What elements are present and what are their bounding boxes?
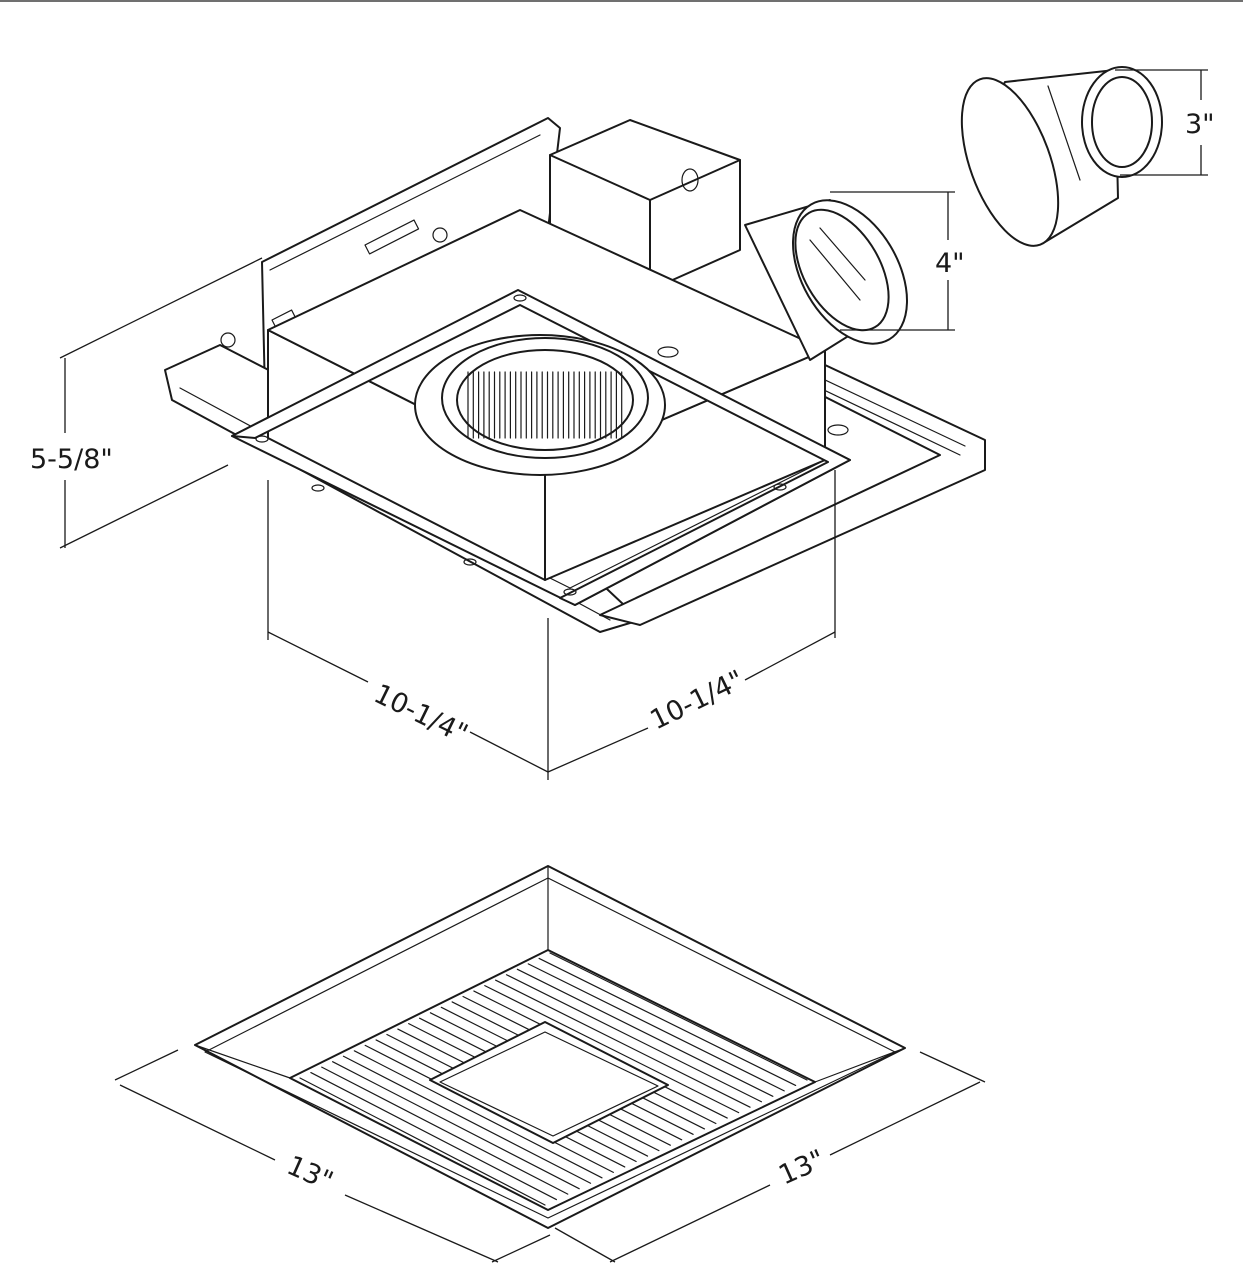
dim-width-right: 10-1/4" [645,665,748,737]
dim-duct-4: 4" [935,248,965,279]
dim-grille-right: 13" [774,1144,829,1191]
fan-housing [164,66,1163,633]
grille-slat [516,968,774,1097]
grille-slat [538,957,797,1087]
dim-height-housing: 5-5/8" [30,444,113,475]
blower-wheel [414,334,666,476]
grille-slat [505,974,763,1103]
grille-slat [299,1077,546,1206]
grille [194,865,906,1229]
grille-slat [495,979,751,1108]
dim-grille-left: 13" [282,1150,337,1197]
grille-slat [353,1050,603,1179]
dim-width-left: 10-1/4" [369,678,472,750]
grille-slat [342,1055,592,1184]
grille-slat [321,1066,569,1195]
grille-slat [549,952,808,1081]
dim-duct-3: 3" [1185,109,1215,140]
duct-adapter-3in [960,66,1163,247]
flange-holes [255,294,849,596]
grille-light-lens [429,1021,669,1144]
grille-slat [332,1061,580,1190]
dimension-lines [59,69,1208,1263]
grille-slat [527,963,785,1092]
duct-collar-4in [744,199,908,361]
grille-slat [310,1071,557,1201]
grille-slat [484,985,740,1114]
